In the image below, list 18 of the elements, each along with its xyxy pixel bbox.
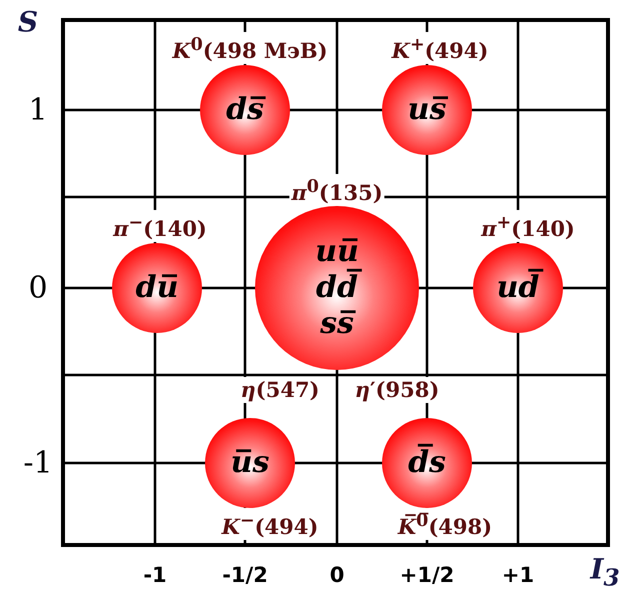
quark-content: u̅s [230, 445, 270, 481]
quark-content: us̅ [408, 92, 446, 128]
axis-label: I$_{3}$ [590, 552, 620, 592]
tick-label: +1/2 [400, 563, 454, 587]
quark-content: ss̅ [320, 306, 354, 342]
tick-label: -1 [143, 563, 167, 587]
axis-label: S [18, 6, 38, 38]
tick-label: 0 [330, 563, 344, 587]
tick-label: 0 [28, 270, 48, 306]
tick-label: 1 [28, 92, 48, 128]
quark-content: uu̅ [315, 234, 359, 269]
quark-content: ds̅ [226, 92, 264, 128]
particle-label: π$^{0}$(135) [289, 174, 385, 206]
tick-label: -1 [23, 446, 53, 480]
tick-label: +1 [502, 563, 534, 587]
tick-label: -1/2 [222, 563, 268, 587]
quark-content: d̅s [408, 445, 446, 481]
quark-content: du̅ [136, 270, 178, 306]
